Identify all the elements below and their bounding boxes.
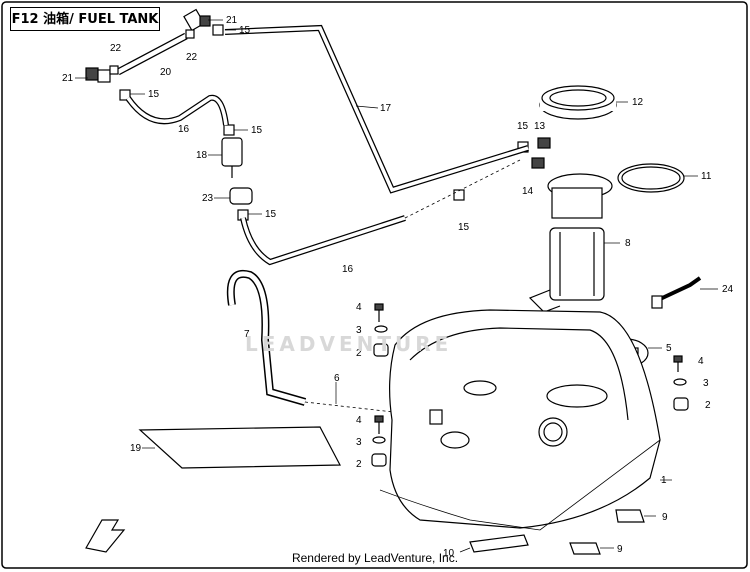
- callout-22: 22: [110, 43, 122, 54]
- callout-24: 24: [722, 284, 734, 295]
- grommet-2-right: [673, 397, 689, 411]
- callout-11: 11: [701, 171, 712, 182]
- pad-9-upper: [615, 509, 645, 523]
- clamp-15-e: [453, 189, 465, 201]
- callout-2: 2: [705, 400, 711, 411]
- callout-20: 20: [160, 67, 172, 78]
- pad-9-lower: [569, 542, 601, 555]
- callout-2: 2: [356, 348, 362, 359]
- hose-7: [226, 269, 307, 406]
- grommet-2-lower: [371, 453, 387, 467]
- callout-3: 3: [356, 325, 362, 336]
- callout-7: 7: [244, 329, 250, 340]
- washer-3-lower: [372, 436, 386, 444]
- callout-21: 21: [226, 15, 238, 26]
- hose-20: [116, 32, 188, 76]
- clamp-15-a: [212, 24, 224, 36]
- callout-5: 5: [666, 343, 672, 354]
- callout-15: 15: [239, 25, 251, 36]
- callout-15: 15: [458, 222, 470, 233]
- callout-16: 16: [342, 264, 354, 275]
- callout-3: 3: [356, 437, 362, 448]
- callout-17: 17: [380, 103, 392, 114]
- callout-9: 9: [617, 544, 623, 555]
- callout-9: 9: [662, 512, 668, 523]
- fuel-filter-18: [221, 137, 243, 178]
- washer-3-upper: [374, 325, 388, 333]
- callout-15: 15: [251, 125, 263, 136]
- callout-15: 15: [148, 89, 160, 100]
- gasket-11: [617, 163, 685, 193]
- bolt-4-right: [673, 355, 683, 372]
- fitting-21-top: [183, 8, 211, 39]
- fuel-tank-1: [379, 309, 661, 531]
- clamp-23: [229, 187, 253, 205]
- callout-22: 22: [186, 52, 198, 63]
- hose-16-lower: [240, 215, 406, 266]
- callout-19: 19: [130, 443, 142, 454]
- callout-21: 21: [62, 73, 74, 84]
- hose-17: [224, 24, 529, 194]
- lock-ring-12: [539, 85, 617, 120]
- fitting-21-left: [85, 65, 119, 83]
- clamp-15-b: [119, 89, 131, 101]
- callout-23: 23: [202, 193, 214, 204]
- callout-4: 4: [698, 356, 704, 367]
- clamp-15-c: [223, 124, 235, 136]
- washer-3-right: [673, 378, 687, 386]
- callout-2: 2: [356, 459, 362, 470]
- callout-4: 4: [356, 415, 362, 426]
- callout-6: 6: [334, 373, 340, 384]
- callout-14: 14: [522, 186, 534, 197]
- callout-4: 4: [356, 302, 362, 313]
- pad-19: [138, 426, 341, 469]
- connector-13: [537, 137, 551, 149]
- callout-3: 3: [703, 378, 709, 389]
- callout-8: 8: [625, 238, 631, 249]
- pad-10: [469, 534, 529, 553]
- callout-16: 16: [178, 124, 190, 135]
- footer-credit: Rendered by LeadVenture, Inc.: [291, 551, 459, 565]
- callout-1: 1: [661, 475, 667, 486]
- watermark: LEADVENTURE: [245, 332, 453, 356]
- page-title: F12 油箱/ FUEL TANK: [10, 7, 160, 31]
- callout-13: 13: [534, 121, 546, 132]
- fuel-pump-8: [528, 173, 613, 313]
- callout-15: 15: [265, 209, 277, 220]
- callout-18: 18: [196, 150, 208, 161]
- callout-10: 10: [443, 548, 455, 559]
- grommet-2-upper: [373, 343, 389, 357]
- callout-12: 12: [632, 97, 644, 108]
- bolt-4-lower: [374, 415, 384, 434]
- connector-14: [531, 157, 545, 169]
- callout-15: 15: [517, 121, 529, 132]
- bolt-4-upper: [374, 303, 384, 322]
- front-arrow-icon: [85, 519, 126, 553]
- hose-16-upper: [125, 94, 229, 126]
- sensor-24: [651, 276, 702, 309]
